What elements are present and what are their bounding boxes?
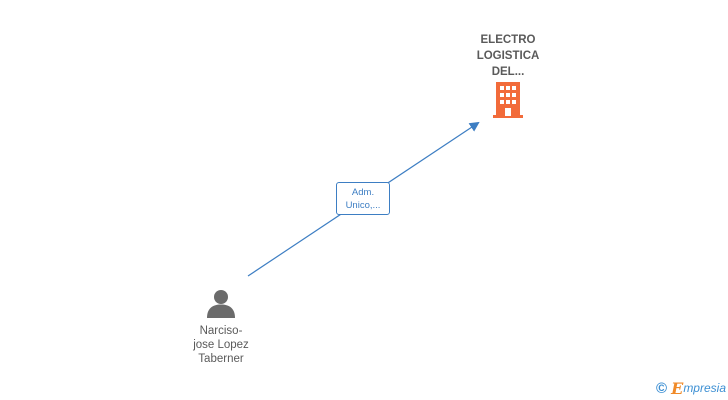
person-label-line: jose Lopez [193, 339, 249, 351]
person-icon [207, 290, 235, 318]
role-label-line: Unico,... [345, 200, 381, 211]
company-node[interactable]: ELECTRO LOGISTICA DEL... [462, 32, 554, 118]
copyright-icon: © [656, 379, 668, 397]
brand-initial: E [671, 378, 684, 398]
role-label-box[interactable]: Adm. Unico,... [336, 182, 390, 215]
brand-logo[interactable]: © E mpresia [656, 378, 726, 398]
person-label-line: Taberner [198, 353, 244, 365]
person-node[interactable]: Narciso- jose Lopez Taberner [168, 288, 274, 366]
person-label-line: Narciso- [199, 325, 243, 337]
building-icon [493, 82, 523, 118]
brand-name: mpresia [683, 381, 726, 395]
company-label-line: LOGISTICA [476, 50, 540, 62]
company-label-line: DEL... [491, 66, 525, 78]
company-label-line: ELECTRO [480, 34, 536, 46]
role-label-line: Adm. [351, 187, 375, 198]
person-label: Narciso- jose Lopez Taberner [168, 324, 274, 366]
